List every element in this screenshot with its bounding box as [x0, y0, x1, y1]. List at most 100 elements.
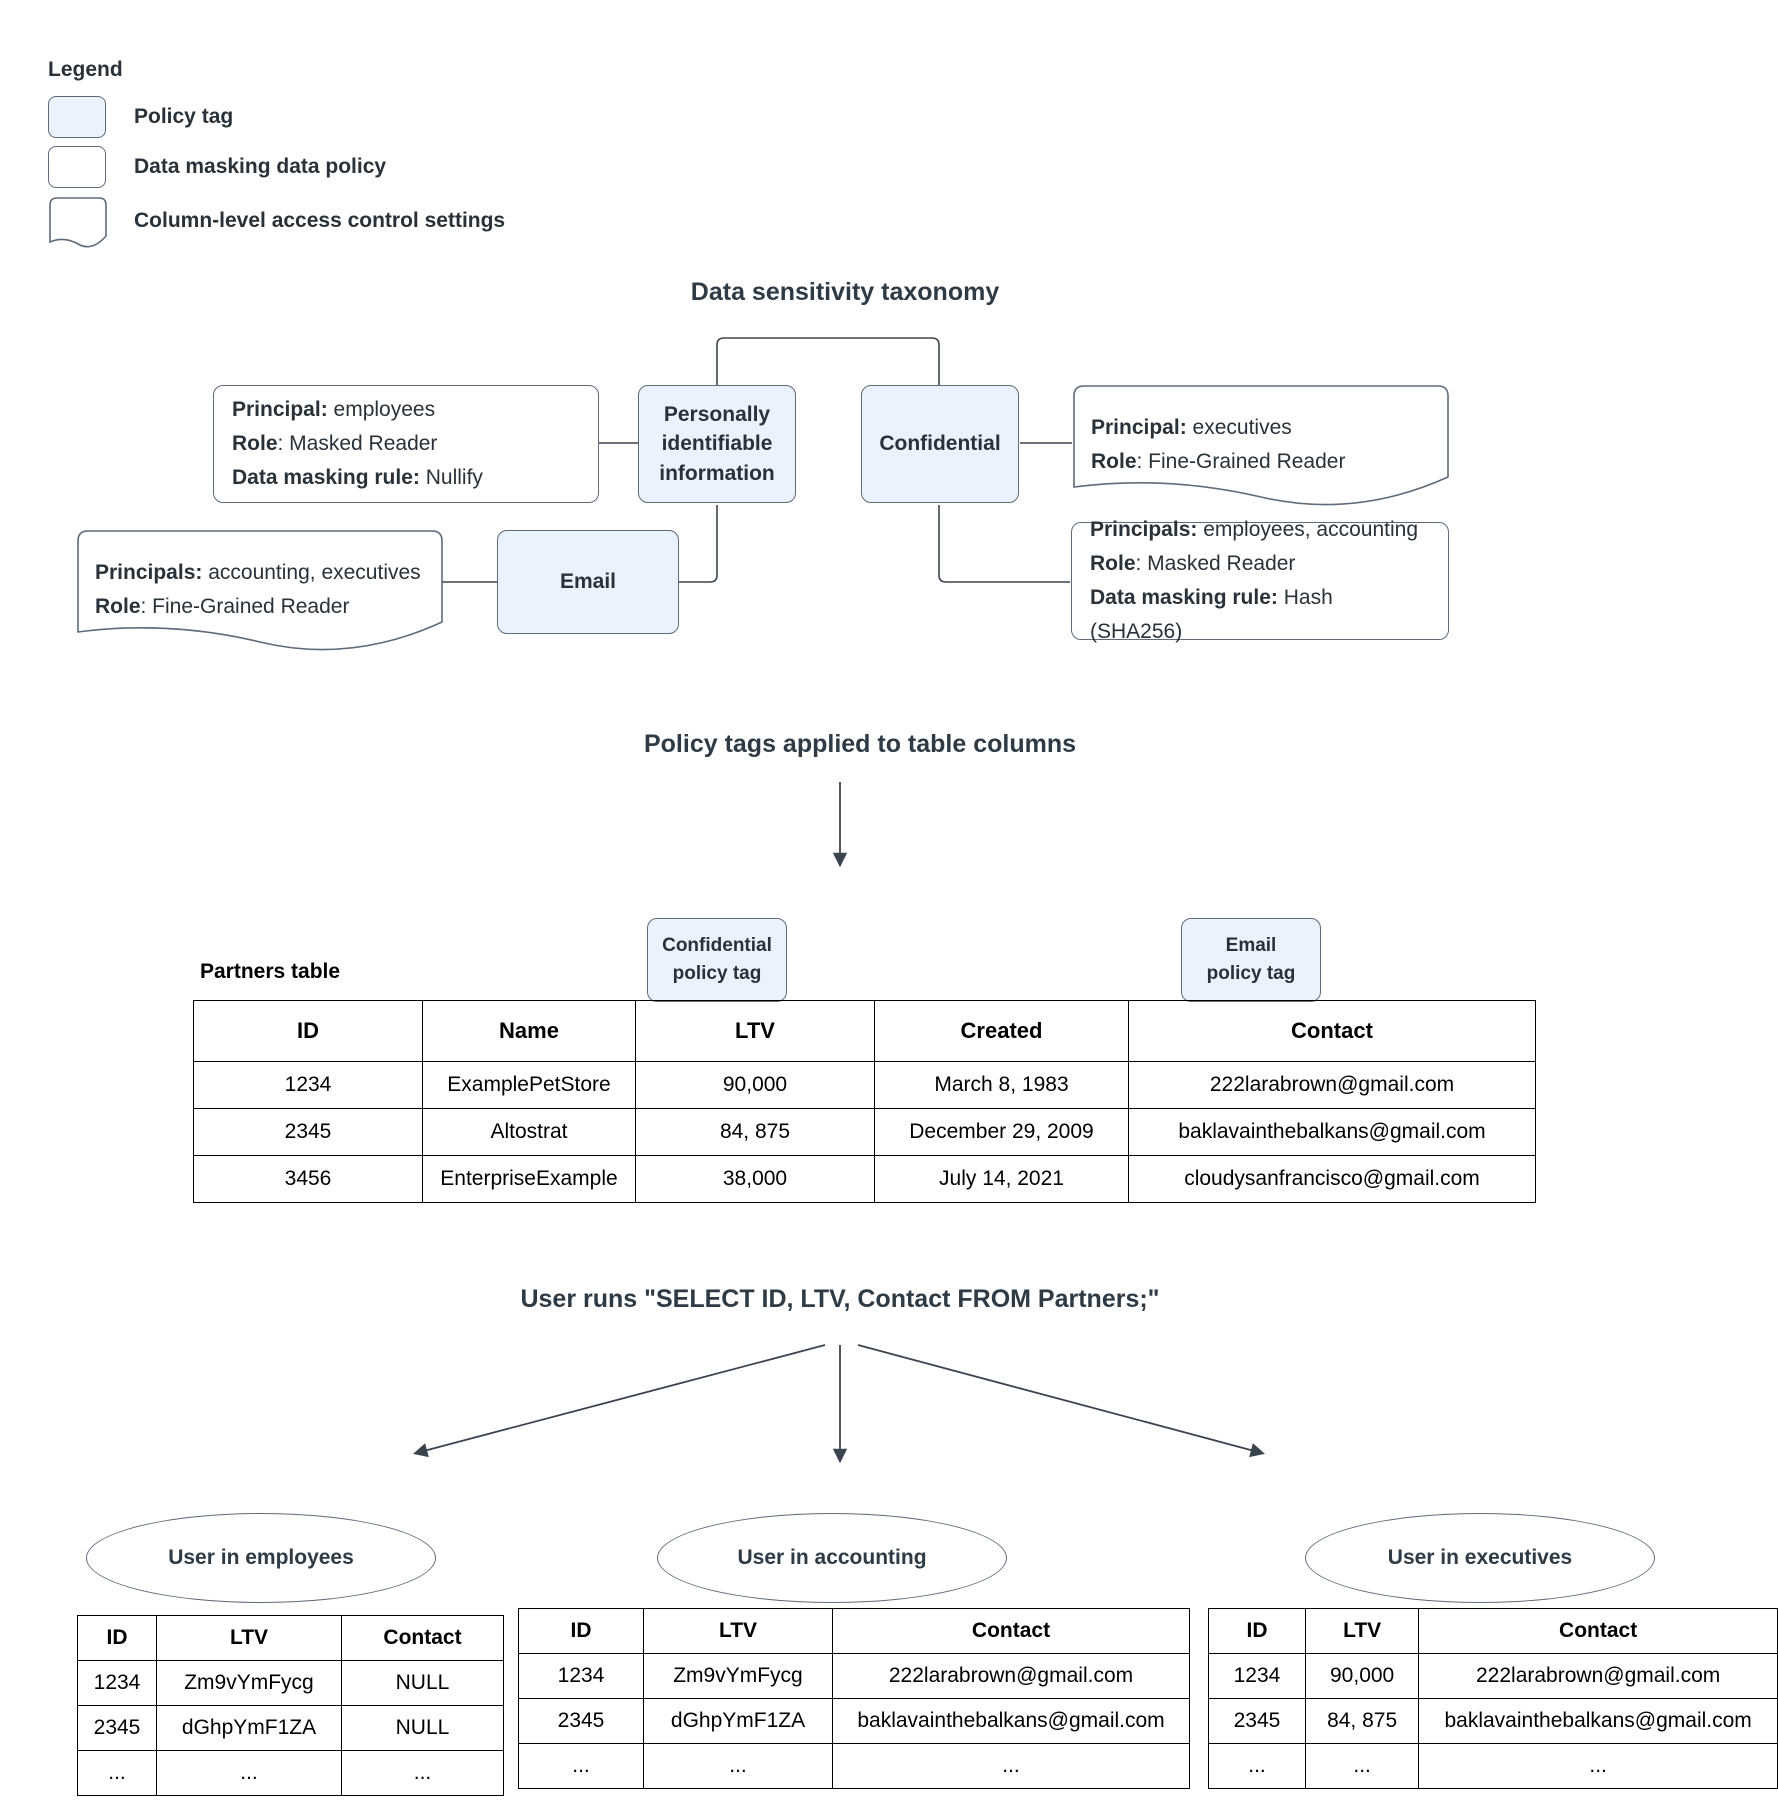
column-header: Name	[422, 1000, 636, 1062]
cell-ltv: dGhpYmF1ZA	[643, 1698, 833, 1744]
policy-line-label: Data masking rule:	[232, 466, 420, 489]
policy-tag-email-column[interactable]: Email policy tag	[1181, 918, 1321, 1002]
result-table-employees-wrapper: ID LTV Contact 1234 Zm9vYmFycg NULL 2345…	[77, 1615, 504, 1796]
cell-contact: cloudysanfrancisco@gmail.com	[1128, 1155, 1536, 1203]
cell-ltv: ...	[1304, 1743, 1420, 1789]
policy-line-label: Role	[1090, 551, 1136, 575]
result-table-accounting-wrapper: ID LTV Contact 1234 Zm9vYmFycg 222larabr…	[518, 1608, 1190, 1789]
result-table-executives-wrapper: ID LTV Contact 1234 90,000 222larabrown@…	[1208, 1608, 1778, 1789]
column-header: LTV	[1304, 1608, 1420, 1654]
cell-id: ...	[518, 1743, 644, 1789]
policy-line-value: executives	[1186, 416, 1292, 439]
table-row: 2345 Altostrat 84, 875 December 29, 2009…	[193, 1108, 1536, 1156]
cell-contact: 222larabrown@gmail.com	[1128, 1061, 1536, 1109]
policy-tag-label-line1: Confidential	[662, 935, 772, 957]
policy-tag-swatch-icon	[48, 96, 106, 138]
policy-line-value: : Masked Reader	[277, 431, 438, 455]
table-row: 1234 Zm9vYmFycg 222larabrown@gmail.com	[518, 1653, 1190, 1699]
legend: Legend Policy tag Data masking data poli…	[48, 58, 506, 248]
policy-tag-confidential-column[interactable]: Confidential policy tag	[647, 918, 787, 1002]
table-row: ... ... ...	[1208, 1743, 1778, 1789]
cell-contact: NULL	[341, 1660, 504, 1706]
policy-line-value: accounting, executives	[202, 561, 421, 584]
taxonomy-connectors	[440, 337, 1072, 583]
cell-ltv: 84, 875	[635, 1108, 875, 1156]
policy-line-label: Principal:	[232, 397, 328, 421]
column-header: Contact	[1418, 1608, 1778, 1654]
column-header: Contact	[832, 1608, 1190, 1654]
cell-id: 2345	[1208, 1698, 1306, 1744]
cell-contact: baklavainthebalkans@gmail.com	[1418, 1698, 1778, 1744]
policy-tag-pii[interactable]: Personally identifiable information	[638, 385, 796, 503]
result-table-accounting: ID LTV Contact 1234 Zm9vYmFycg 222larabr…	[518, 1608, 1190, 1789]
column-header: Contact	[341, 1615, 504, 1661]
cell-created: July 14, 2021	[874, 1155, 1129, 1203]
policy-line-label: Principals:	[1090, 517, 1198, 541]
partners-table: ID Name LTV Created Contact 1234 Example…	[193, 1000, 1536, 1203]
policy-tag-label: Personally identifiable information	[659, 402, 775, 485]
partners-table-wrapper: ID Name LTV Created Contact 1234 Example…	[193, 1000, 1536, 1203]
partners-table-caption: Partners table	[200, 960, 341, 983]
legend-item-label: Column-level access control settings	[134, 209, 506, 232]
policy-tag-label: Confidential	[879, 432, 1001, 456]
column-header: ID	[1208, 1608, 1306, 1654]
cell-contact: NULL	[341, 1705, 504, 1751]
cell-created: March 8, 1983	[874, 1061, 1129, 1109]
legend-item-label: Data masking data policy	[134, 155, 387, 178]
legend-title: Legend	[48, 58, 123, 81]
policy-line-label: Role	[1091, 450, 1137, 474]
policy-line-label: Data masking rule:	[1090, 586, 1278, 609]
cell-contact: baklavainthebalkans@gmail.com	[832, 1698, 1190, 1744]
cell-ltv: 90,000	[635, 1061, 875, 1109]
cell-ltv: 84, 875	[1304, 1698, 1420, 1744]
table-row: 1234 Zm9vYmFycg NULL	[77, 1660, 504, 1706]
policy-line-label: Role	[95, 595, 141, 619]
persona-label: User in employees	[168, 1546, 354, 1569]
data-masking-swatch-icon	[48, 146, 106, 188]
cell-id: 2345	[77, 1705, 157, 1751]
table-row: 1234 90,000 222larabrown@gmail.com	[1208, 1653, 1778, 1699]
legend-item-data-masking: Data masking data policy	[48, 146, 505, 188]
result-table-executives: ID LTV Contact 1234 90,000 222larabrown@…	[1208, 1608, 1778, 1789]
cell-id: 1234	[77, 1660, 157, 1706]
policy-line-value: Nullify	[419, 466, 483, 489]
table-row: 3456 EnterpriseExample 38,000 July 14, 2…	[193, 1155, 1536, 1203]
policy-line-value: : Fine-Grained Reader	[1136, 450, 1346, 474]
persona-executives: User in executives	[1305, 1513, 1655, 1603]
query-title: User runs "SELECT ID, LTV, Contact FROM …	[520, 1285, 1160, 1313]
policy-line-value: employees	[327, 397, 436, 421]
cell-contact: ...	[341, 1750, 504, 1796]
applied-title: Policy tags applied to table columns	[643, 730, 1077, 758]
policy-line-value: : Masked Reader	[1135, 551, 1296, 575]
cell-name: ExamplePetStore	[422, 1061, 636, 1109]
table-header-row: ID LTV Contact	[518, 1608, 1190, 1654]
persona-employees: User in employees	[86, 1513, 436, 1603]
cell-ltv: ...	[156, 1750, 342, 1796]
email-access-control-box: Principals: accounting, executives Role:…	[77, 530, 443, 651]
table-header-row: ID LTV Contact	[1208, 1608, 1778, 1654]
column-header: Created	[874, 1000, 1129, 1062]
column-header: LTV	[643, 1608, 833, 1654]
column-header: LTV	[156, 1615, 342, 1661]
legend-item-policy-tag: Policy tag	[48, 96, 505, 138]
cell-name: EnterpriseExample	[422, 1155, 636, 1203]
policy-tag-email[interactable]: Email	[497, 530, 679, 634]
table-row: 2345 dGhpYmF1ZA baklavainthebalkans@gmai…	[518, 1698, 1190, 1744]
cell-ltv: 38,000	[635, 1155, 875, 1203]
confidential-access-control-box: Principal: executives Role: Fine-Grained…	[1073, 385, 1449, 506]
cell-id: 1234	[518, 1653, 644, 1699]
confidential-data-masking-policy-box: Principals: employees, accounting Role: …	[1071, 518, 1449, 644]
policy-tag-label-line2: policy tag	[1206, 963, 1296, 984]
policy-line-value: : Fine-Grained Reader	[140, 595, 350, 619]
cell-ltv: Zm9vYmFycg	[156, 1660, 342, 1706]
applied-arrow	[832, 782, 848, 868]
policy-line-value: Hash (SHA256)	[1090, 586, 1333, 644]
cell-ltv: 90,000	[1304, 1653, 1420, 1699]
cell-contact: ...	[832, 1743, 1190, 1789]
policy-tag-confidential[interactable]: Confidential	[861, 385, 1019, 503]
policy-tag-label-line1: Email	[1225, 935, 1277, 957]
cell-ltv: Zm9vYmFycg	[643, 1653, 833, 1699]
policy-line-label: Principals:	[95, 561, 203, 584]
column-header: ID	[77, 1615, 157, 1661]
cell-created: December 29, 2009	[874, 1108, 1129, 1156]
